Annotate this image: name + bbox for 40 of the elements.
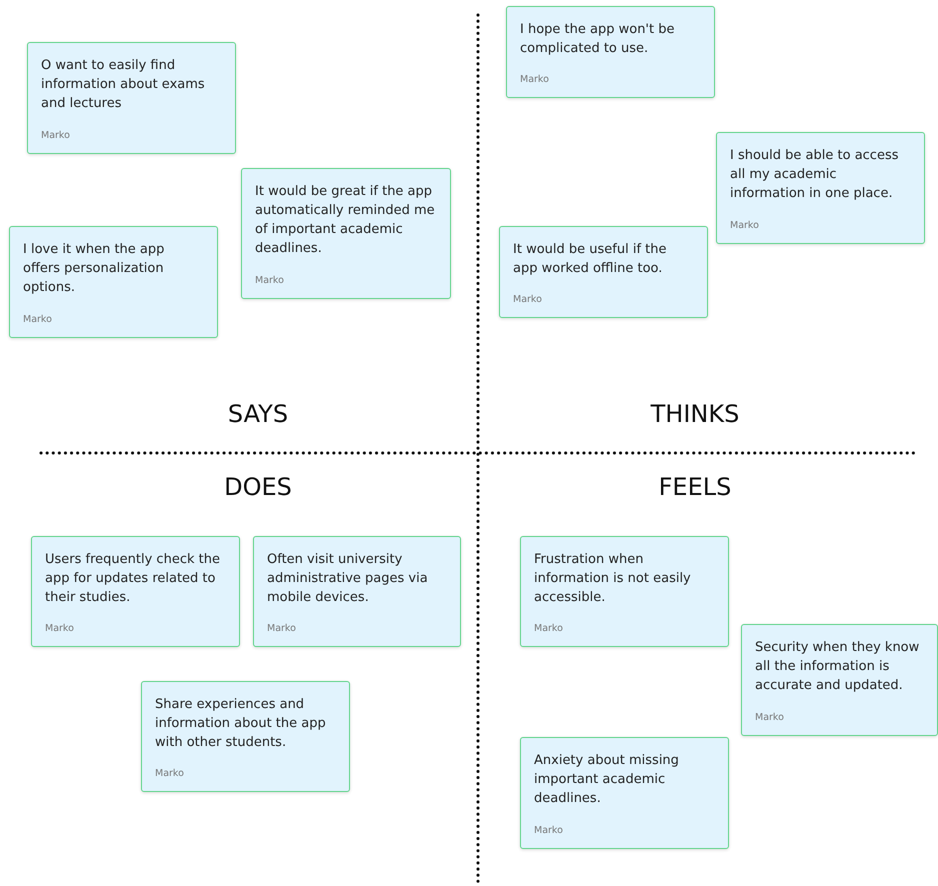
sticky-note: [520, 536, 729, 647]
sticky-note: [241, 168, 451, 299]
note-text: Users frequently check the app for updates related to their studies.: [45, 551, 221, 607]
note-text: I hope the app won't be complicated to use.: [520, 21, 676, 58]
author-name: Marko: [23, 314, 52, 325]
note-text: It would be useful if the app worked offline too.: [513, 241, 668, 278]
sticky-note: [506, 6, 715, 98]
note-text: Often visit university administrative pages via mobile devices.: [267, 551, 429, 607]
quadrant-heading: SAYS: [228, 400, 288, 428]
note-text: I should be able to access all my academic information in one place.: [730, 147, 900, 203]
author-name: Marko: [534, 825, 563, 836]
author-name: Marko: [267, 623, 296, 634]
note-text: Anxiety about missing important academic deadlines.: [534, 752, 680, 808]
author-name: Marko: [155, 768, 184, 779]
quadrant-heading: FEELS: [658, 473, 732, 501]
sticky-note: [27, 42, 236, 154]
author-name: Marko: [41, 130, 70, 141]
sticky-note: [499, 226, 708, 318]
sticky-note: [716, 132, 925, 244]
note-text: O want to easily find information about exams and lectures: [41, 57, 206, 113]
note-text: It would be great if the app automatically reminded me of important academic deadlines.: [255, 183, 436, 258]
author-name: Marko: [534, 623, 563, 634]
note-text: I love it when the app offers personalization options.: [23, 241, 166, 297]
sticky-note: [520, 737, 729, 849]
sticky-note: [141, 681, 350, 792]
sticky-note: [9, 226, 218, 338]
note-text: Security when they know all the information is accurate and updated.: [755, 639, 920, 695]
sticky-note: [741, 624, 938, 736]
author-name: Marko: [755, 712, 784, 723]
author-name: Marko: [730, 220, 759, 231]
sticky-note: [253, 536, 461, 647]
note-text: Frustration when information is not easily accessible.: [534, 551, 692, 607]
quadrant-heading: THINKS: [650, 400, 740, 428]
note-text: Share experiences and information about the app with other students.: [155, 696, 327, 752]
author-name: Marko: [45, 623, 74, 634]
author-name: Marko: [520, 74, 549, 85]
quadrant-heading: DOES: [224, 473, 292, 501]
author-name: Marko: [255, 275, 284, 286]
sticky-note: [31, 536, 240, 647]
author-name: Marko: [513, 294, 542, 305]
